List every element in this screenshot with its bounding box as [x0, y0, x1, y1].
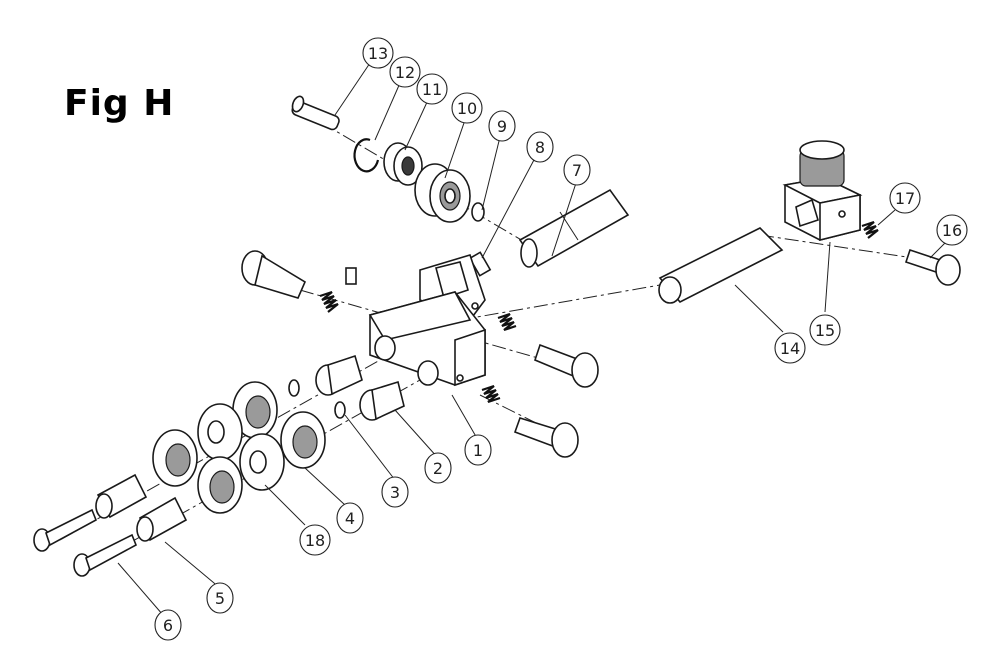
callout-6: 6	[154, 609, 182, 641]
callout-17: 17	[889, 182, 921, 214]
part-bushings-screws	[33, 473, 188, 577]
figure-title: Fig H	[64, 83, 175, 124]
callout-bubble	[889, 182, 921, 214]
callout-bubble	[774, 332, 806, 364]
callout-bubble	[362, 37, 394, 69]
callout-number: 7	[572, 161, 582, 180]
callout-bubble	[416, 73, 448, 105]
callout-number: 12	[395, 63, 415, 82]
callout-number: 13	[368, 44, 388, 63]
callout-bubble	[336, 502, 364, 534]
callout-16: 16	[936, 214, 968, 246]
callout-3: 3	[381, 476, 409, 508]
callout-bubble	[936, 214, 968, 246]
callout-number: 2	[433, 459, 443, 478]
callout-number: 1	[473, 441, 483, 460]
part-dowel	[345, 267, 357, 285]
callout-bubble	[424, 452, 452, 484]
callout-bubble	[381, 476, 409, 508]
callout-number: 15	[815, 321, 835, 340]
part-bolt-right	[513, 343, 599, 458]
part-main-block	[368, 254, 486, 387]
part-roller-pins	[288, 354, 405, 421]
callout-number: 14	[780, 339, 800, 358]
callout-number: 11	[422, 80, 442, 99]
callout-bubble	[299, 524, 331, 556]
callout-7: 7	[563, 154, 591, 186]
callout-number: 17	[895, 189, 915, 208]
callout-8: 8	[526, 131, 554, 163]
callout-bubble	[389, 56, 421, 88]
part-bearings	[152, 381, 326, 514]
part-wheel	[414, 163, 471, 223]
callout-9: 9	[488, 110, 516, 142]
callout-bubble	[464, 434, 492, 466]
callout-number: 4	[345, 509, 355, 528]
callout-1: 1	[464, 434, 492, 466]
callout-number: 3	[390, 483, 400, 502]
callout-bubble	[563, 154, 591, 186]
callout-15: 15	[809, 314, 841, 346]
callout-number: 16	[942, 221, 962, 240]
callout-4: 4	[336, 502, 364, 534]
callout-10: 10	[451, 92, 483, 124]
callout-number: 6	[163, 616, 173, 635]
callout-bubble	[526, 131, 554, 163]
callout-bubble	[451, 92, 483, 124]
callout-bubble	[809, 314, 841, 346]
callout-18: 18	[299, 524, 331, 556]
callout-number: 8	[535, 138, 545, 157]
part-shaft	[518, 188, 630, 268]
callout-number: 5	[215, 589, 225, 608]
part-cube-holder	[782, 140, 863, 242]
callout-number: 9	[497, 117, 507, 136]
callout-13: 13	[362, 37, 394, 69]
part-bearing-small	[383, 142, 423, 186]
part-bolt-16	[904, 248, 961, 286]
part-small-ring	[471, 202, 485, 222]
callout-5: 5	[206, 582, 234, 614]
callout-11: 11	[416, 73, 448, 105]
callout-number: 18	[305, 531, 325, 550]
callout-bubble	[206, 582, 234, 614]
part-bolt-upper	[241, 250, 307, 299]
part-pin	[291, 95, 340, 131]
callout-12: 12	[389, 56, 421, 88]
callout-bubble	[488, 110, 516, 142]
part-hex-bar	[658, 227, 784, 304]
callout-2: 2	[424, 452, 452, 484]
part-retaining-ring	[353, 138, 380, 173]
callout-14: 14	[774, 332, 806, 364]
callout-number: 10	[457, 99, 477, 118]
callout-bubble	[154, 609, 182, 641]
leader-lines	[117, 62, 946, 616]
part-springs	[319, 220, 879, 404]
